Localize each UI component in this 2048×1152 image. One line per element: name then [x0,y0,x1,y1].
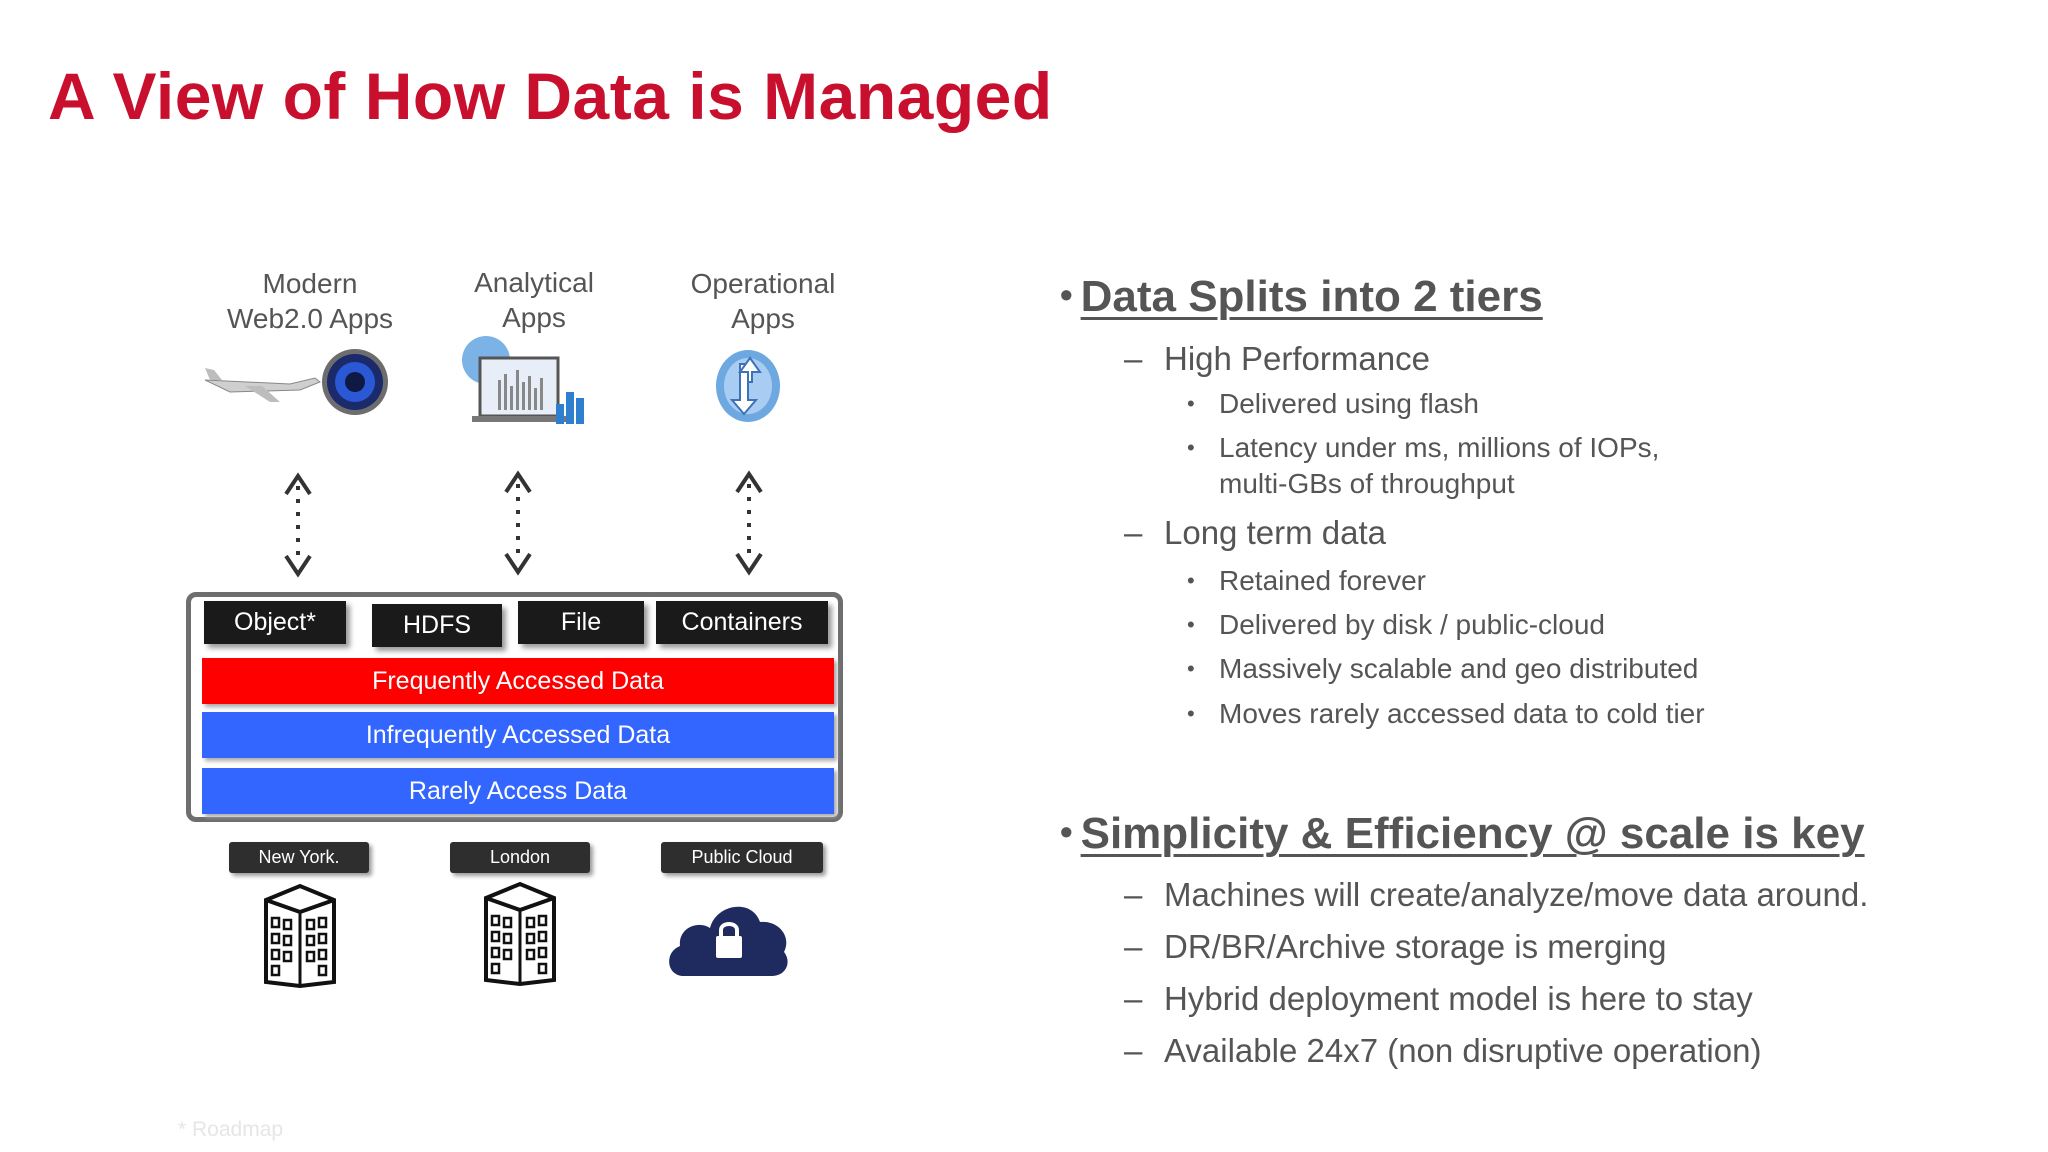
dash-item-label: Hybrid deployment model is here to stay [1164,980,1753,1017]
tier-rarely: Rarely Access Data [202,768,834,814]
arrow-analytical-to-storage [504,470,532,576]
cloud-lock-icon [669,906,788,976]
protocol-object: Object* [204,601,346,644]
sub-item: • Latency under ms, millions of IOPs, [1187,430,1660,466]
app-label-analytical: Analytical Apps [474,267,594,333]
dash-marker: – [1124,514,1143,551]
dash-marker: – [1124,928,1143,965]
app-label-web: Modern Web2.0 Apps [226,268,394,334]
bullet-dot: • [1060,811,1073,852]
bullet-dot: • [1060,274,1073,315]
dash-marker: – [1124,980,1143,1017]
sub-item-text: Retained forever [1219,565,1427,596]
dash-marker: – [1124,876,1143,913]
airplane-and-thermostat-icon [204,349,388,415]
dash-item: –Available 24x7 (non disruptive operatio… [1124,1032,1761,1070]
tier-frequent: Frequently Accessed Data [202,658,834,704]
tier-infrequent: Infrequently Accessed Data [202,712,834,758]
dash-item-label: DR/BR/Archive storage is merging [1164,928,1667,965]
thermostat-icon [322,349,388,415]
dash-item-label: Long term data [1164,514,1386,551]
sub-item: • Massively scalable and geo distributed [1187,651,1699,687]
sub-item-text: Moves rarely accessed data to cold tier [1219,698,1705,729]
location-london: London [450,842,590,873]
sub-item-text: Massively scalable and geo distributed [1219,653,1699,684]
protocol-containers: Containers [656,601,828,644]
arrow-operational-to-storage [735,470,763,576]
location-public-cloud: Public Cloud [661,842,823,873]
sub-marker: • [1187,435,1195,460]
analytics-dashboard-icon [462,336,584,424]
section-heading-text: Data Splits into 2 tiers [1080,272,1543,321]
sync-arrows-icon [716,350,780,422]
section-heading-simplicity: •Simplicity & Efficiency @ scale is key [1060,809,1865,859]
protocol-file: File [518,601,644,644]
dash-item-high-performance: –High Performance [1124,340,1430,378]
office-building-icon [484,881,556,986]
arrow-web-to-storage [284,472,312,578]
section-heading-text: Simplicity & Efficiency @ scale is key [1080,809,1865,858]
dash-marker: – [1124,340,1143,377]
dash-item: –DR/BR/Archive storage is merging [1124,928,1667,966]
sub-item: • Moves rarely accessed data to cold tier [1187,696,1705,732]
dash-item-label: Machines will create/analyze/move data a… [1164,876,1869,913]
dash-item: –Hybrid deployment model is here to stay [1124,980,1753,1018]
sub-item: • Delivered by disk / public-cloud [1187,607,1605,643]
sub-item-text: Delivered by disk / public-cloud [1219,609,1605,640]
sub-item: • Delivered using flash [1187,386,1479,422]
footnote: * Roadmap [178,1118,284,1141]
office-building-icon [264,883,336,988]
protocol-hdfs: HDFS [372,604,502,647]
slide-title: A View of How Data is Managed [48,59,1053,133]
dash-item-long-term: –Long term data [1124,514,1386,552]
sub-item-text: Delivered using flash [1219,388,1479,419]
sub-item: • Retained forever [1187,563,1427,599]
sub-marker: • [1187,612,1195,637]
dash-marker: – [1124,1032,1143,1069]
sub-marker: • [1187,656,1195,681]
dash-item-label: High Performance [1164,340,1430,377]
sub-item-continuation: multi-GBs of throughput [1219,468,1515,499]
sub-marker: • [1187,701,1195,726]
app-label-operational: Operational Apps [690,268,836,334]
location-new-york: New York. [229,842,369,873]
dash-item: –Machines will create/analyze/move data … [1124,876,1868,914]
dash-item-label: Available 24x7 (non disruptive operation… [1164,1032,1762,1069]
section-heading-tiers: •Data Splits into 2 tiers [1060,272,1543,322]
airplane-icon [204,368,321,402]
sub-marker: • [1187,568,1195,593]
sub-item-text: Latency under ms, millions of IOPs, [1219,432,1660,463]
sub-marker: • [1187,391,1195,416]
